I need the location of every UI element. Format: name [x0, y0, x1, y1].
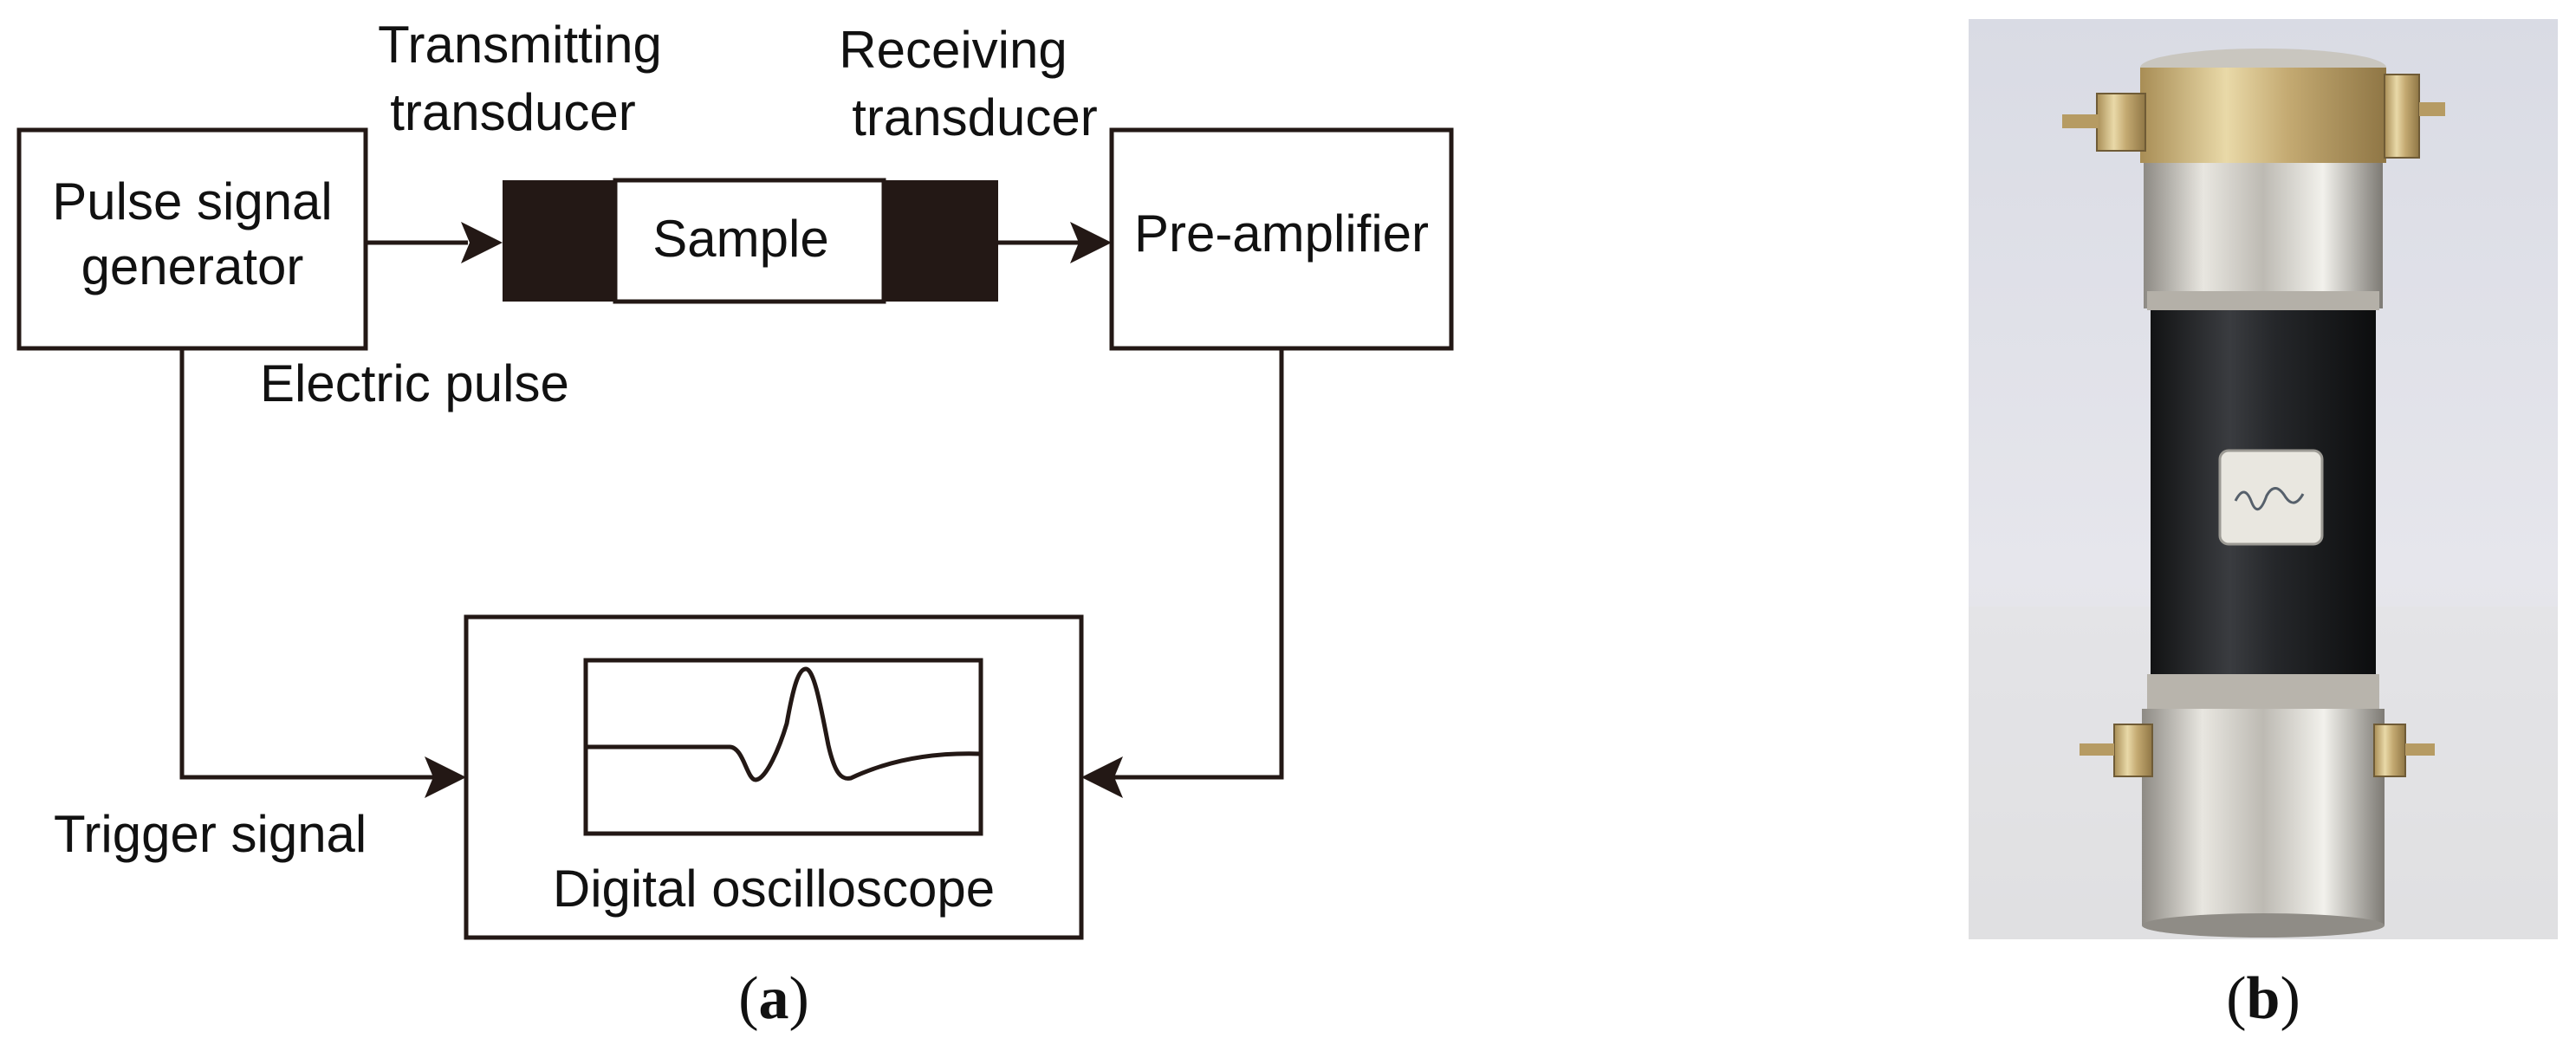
sample-block	[613, 178, 886, 304]
oscilloscope-label: Digital oscilloscope	[553, 860, 995, 918]
sample-tag	[2218, 449, 2324, 546]
trigger-line	[179, 348, 433, 780]
preamp-label: Pre-amplifier	[1134, 204, 1429, 263]
transmitting-transducer-label-line1: Transmitting	[378, 16, 662, 74]
caption-b: (b)	[2226, 965, 2300, 1032]
waveform	[586, 666, 982, 782]
receiving-transducer-label-line1: Receiving	[839, 21, 1067, 79]
caption-a: (a)	[738, 965, 809, 1032]
amplified-signal-line	[1114, 348, 1284, 780]
top-end-cap	[2140, 49, 2386, 310]
connections	[179, 222, 1284, 798]
oscilloscope-block: Digital oscilloscope	[464, 614, 1084, 940]
arrow-to-transducer	[461, 222, 503, 263]
arrow-trigger	[425, 756, 466, 798]
sample-label: Sample	[652, 210, 828, 268]
top-connectors	[2062, 74, 2445, 159]
arrow-from-preamp	[1081, 756, 1123, 798]
pulse-generator-label-line2: generator	[81, 237, 304, 295]
pulse-generator-label-line1: Pulse signal	[52, 172, 333, 230]
pulse-generator-block: Pulse signal generator	[16, 127, 368, 351]
trigger-signal-label: Trigger signal	[54, 805, 367, 863]
electric-pulse-label: Electric pulse	[260, 354, 569, 412]
panel-b-photo: (b)	[1969, 19, 2558, 1032]
bottom-end-cap	[2142, 674, 2385, 938]
bottom-connectors	[2080, 724, 2435, 777]
transmitting-transducer-label-line2: transducer	[390, 83, 635, 141]
receiving-transducer	[884, 180, 998, 302]
preamp-block: Pre-amplifier	[1109, 127, 1454, 351]
panel-a-schematic: Pulse signal generator Sample Pre-amplif…	[16, 16, 1454, 1032]
arrow-to-preamp	[1070, 222, 1112, 263]
receiving-transducer-label-line2: transducer	[852, 88, 1097, 146]
transducer-assembly: Sample	[503, 178, 998, 304]
transmitting-transducer	[503, 180, 615, 302]
